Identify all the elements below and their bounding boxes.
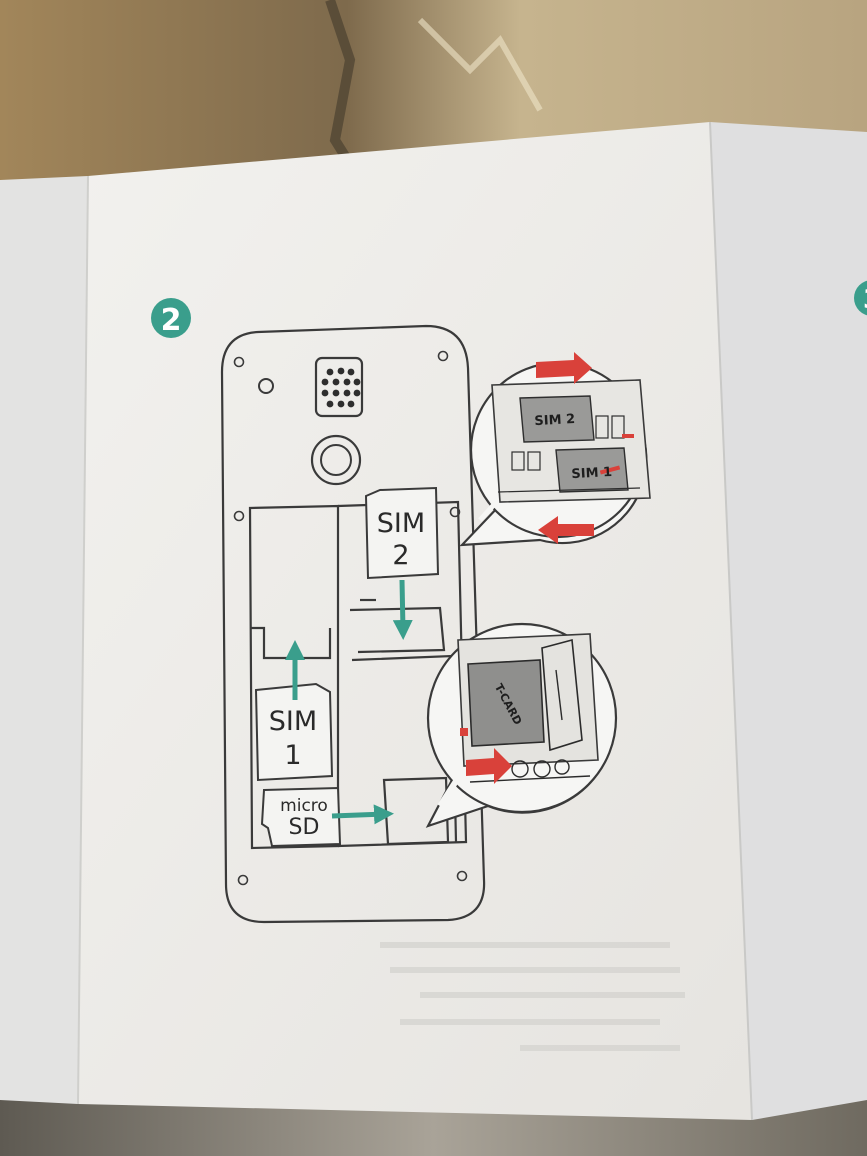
camera-lens-icon [310,434,362,486]
step-number: 2 [161,303,182,338]
next-step-number: 3 [863,285,867,315]
text-bleed-through [380,942,685,1051]
zoom-sim1-label: SIM 1 [571,465,612,482]
red-arrow-right-icon [536,352,592,384]
microsd-card [260,786,342,848]
sim2-insert-arrow [392,579,413,640]
flash-dot-icon [258,378,274,394]
microsd-label-line1: micro [280,796,328,816]
paper-right-panel [710,122,867,1120]
foil-crease [417,17,543,112]
camera-lens-inner [320,444,352,476]
zoom-callout-sim [459,352,651,547]
speaker-holes [321,367,361,408]
screw-icon [233,350,468,886]
zoom-sim2-label: SIM 2 [534,412,575,429]
sim1-card [254,682,334,782]
sim1-label-line2: 1 [284,740,301,771]
zoom-callout-card [425,622,618,828]
sim2-label-line2: 2 [392,540,409,571]
red-arrow-left-icon [538,516,594,544]
microsd-label-line2: SD [289,815,320,840]
fold-line [77,175,89,1105]
red-arrow-right-icon [466,748,512,784]
sim2-label-line1: SIM [377,508,425,539]
microsd-insert-arrow [331,804,394,825]
step-badge [151,298,191,338]
next-step-badge [854,280,867,316]
paper-left-panel [0,176,88,1104]
sim2-card [364,486,440,580]
speaker-grille-icon [314,356,364,418]
sim1-label-line1: SIM [269,706,317,737]
fold-line [709,121,753,1121]
